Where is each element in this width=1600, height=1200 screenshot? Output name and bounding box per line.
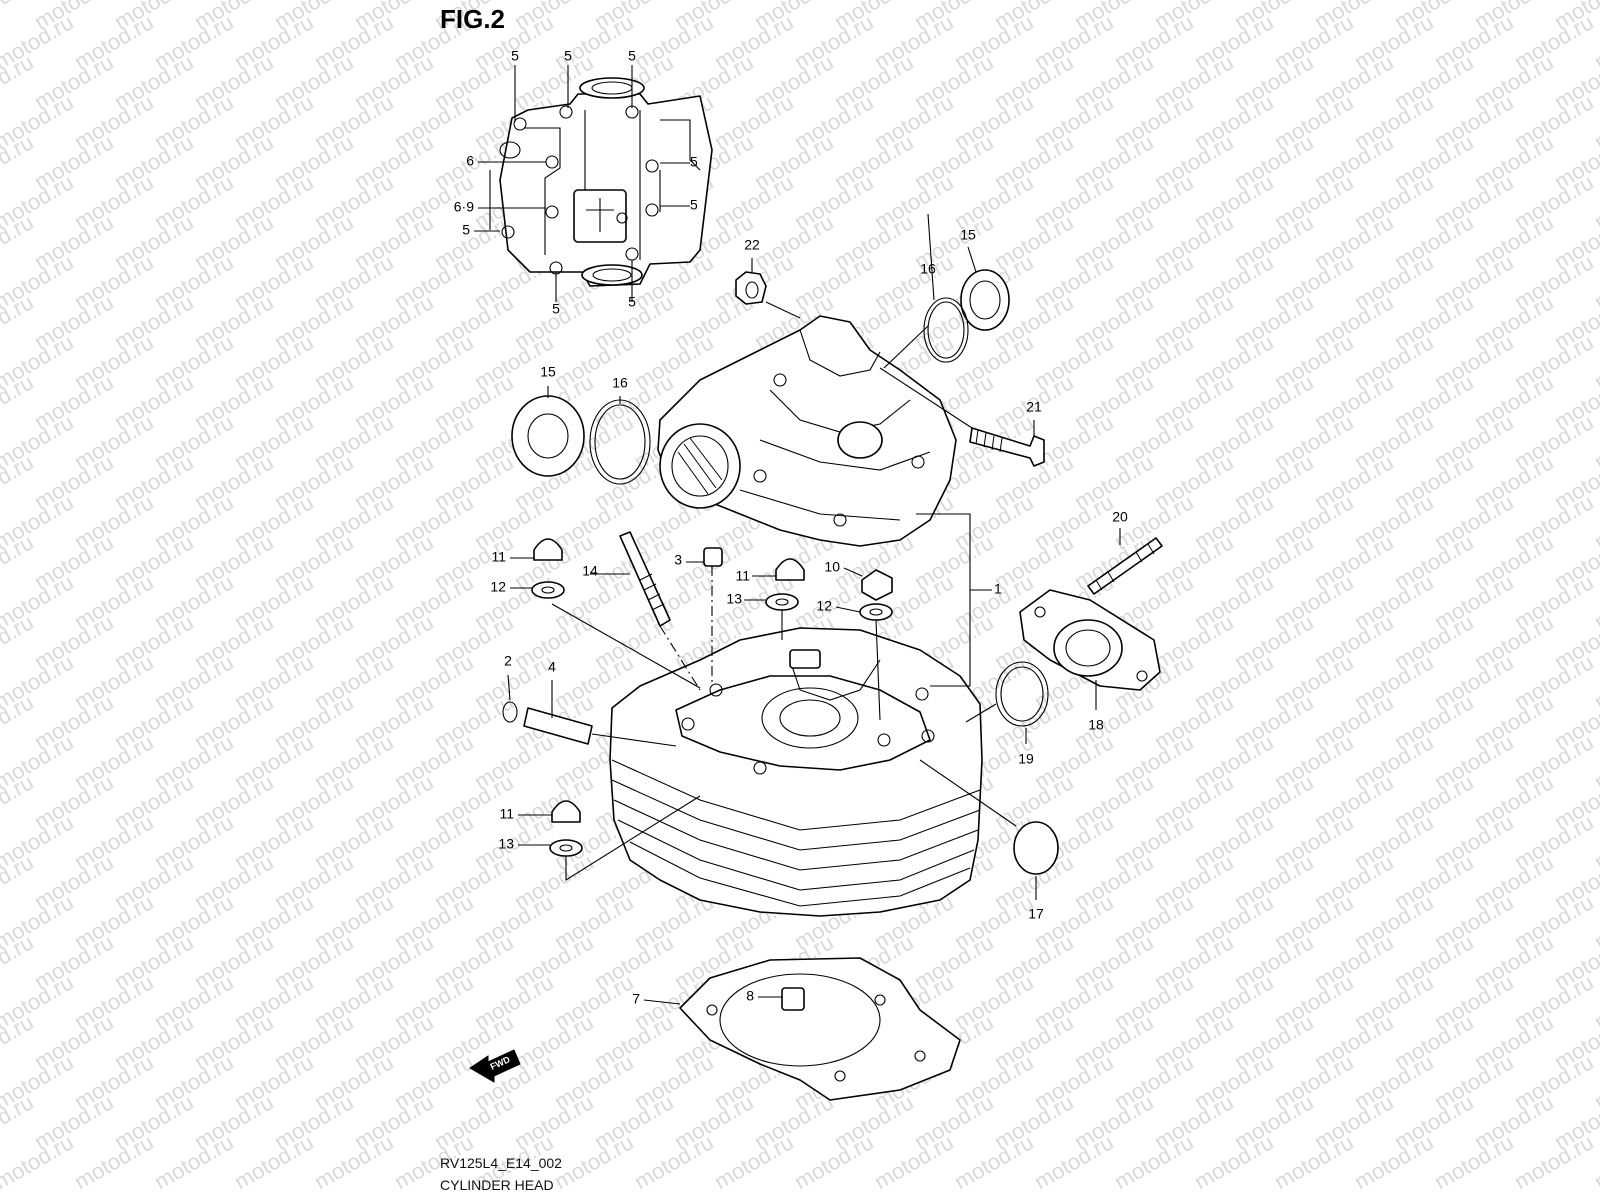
callout-22: 22 — [744, 237, 760, 253]
diagram-code: RV125L4_E14_002 — [440, 1155, 562, 1171]
callout-7: 7 — [632, 991, 640, 1007]
callout-18: 18 — [1088, 717, 1104, 733]
callout-5: 5 — [564, 48, 572, 64]
camshaft-housing-drawing — [657, 315, 957, 547]
callout-19: 19 — [1018, 751, 1034, 767]
callout-5: 5 — [628, 48, 636, 64]
callout-12: 12 — [816, 598, 832, 614]
callout-5: 5 — [690, 197, 698, 213]
callout-2: 2 — [504, 653, 512, 669]
cylinder-head-drawing — [609, 627, 983, 917]
callout-5: 5 — [552, 301, 560, 317]
cylinder-head-cover-drawing — [499, 77, 713, 287]
callout-1: 1 — [994, 581, 1002, 597]
callout-14: 14 — [582, 563, 598, 579]
callout-6: 6 — [466, 153, 474, 169]
callout-13: 13 — [726, 591, 742, 607]
callout-12: 12 — [490, 579, 506, 595]
callout-15: 15 — [960, 227, 976, 243]
callout-15: 15 — [540, 364, 556, 380]
callout-4: 4 — [548, 659, 556, 675]
small-parts-drawing — [469, 269, 1163, 1101]
callout-5: 5 — [511, 48, 519, 64]
callout-8: 8 — [746, 988, 754, 1004]
callout-5: 5 — [462, 222, 470, 238]
callout-labels: 5 5 5 6 5 6·9 5 5 5 5 22 15 16 15 16 21 … — [454, 48, 1128, 1007]
callout-5: 5 — [628, 294, 636, 310]
callout-16: 16 — [920, 261, 936, 277]
callout-11: 11 — [499, 806, 514, 822]
callout-17: 17 — [1028, 906, 1044, 922]
callout-6-9: 6·9 — [454, 199, 474, 215]
callout-21: 21 — [1026, 399, 1042, 415]
figure-title: FIG.2 — [440, 4, 505, 34]
callout-13: 13 — [498, 836, 514, 852]
leader-lines — [474, 65, 1121, 1005]
callout-5: 5 — [690, 154, 698, 170]
callout-11: 11 — [735, 568, 750, 584]
diagram-name: CYLINDER HEAD — [440, 1177, 554, 1193]
callout-20: 20 — [1112, 509, 1128, 525]
callout-3: 3 — [674, 552, 682, 568]
callout-16: 16 — [612, 375, 628, 391]
callout-11: 11 — [491, 549, 506, 565]
callout-10: 10 — [824, 559, 840, 575]
watermark-text: motod.ru — [1590, 1129, 1600, 1194]
